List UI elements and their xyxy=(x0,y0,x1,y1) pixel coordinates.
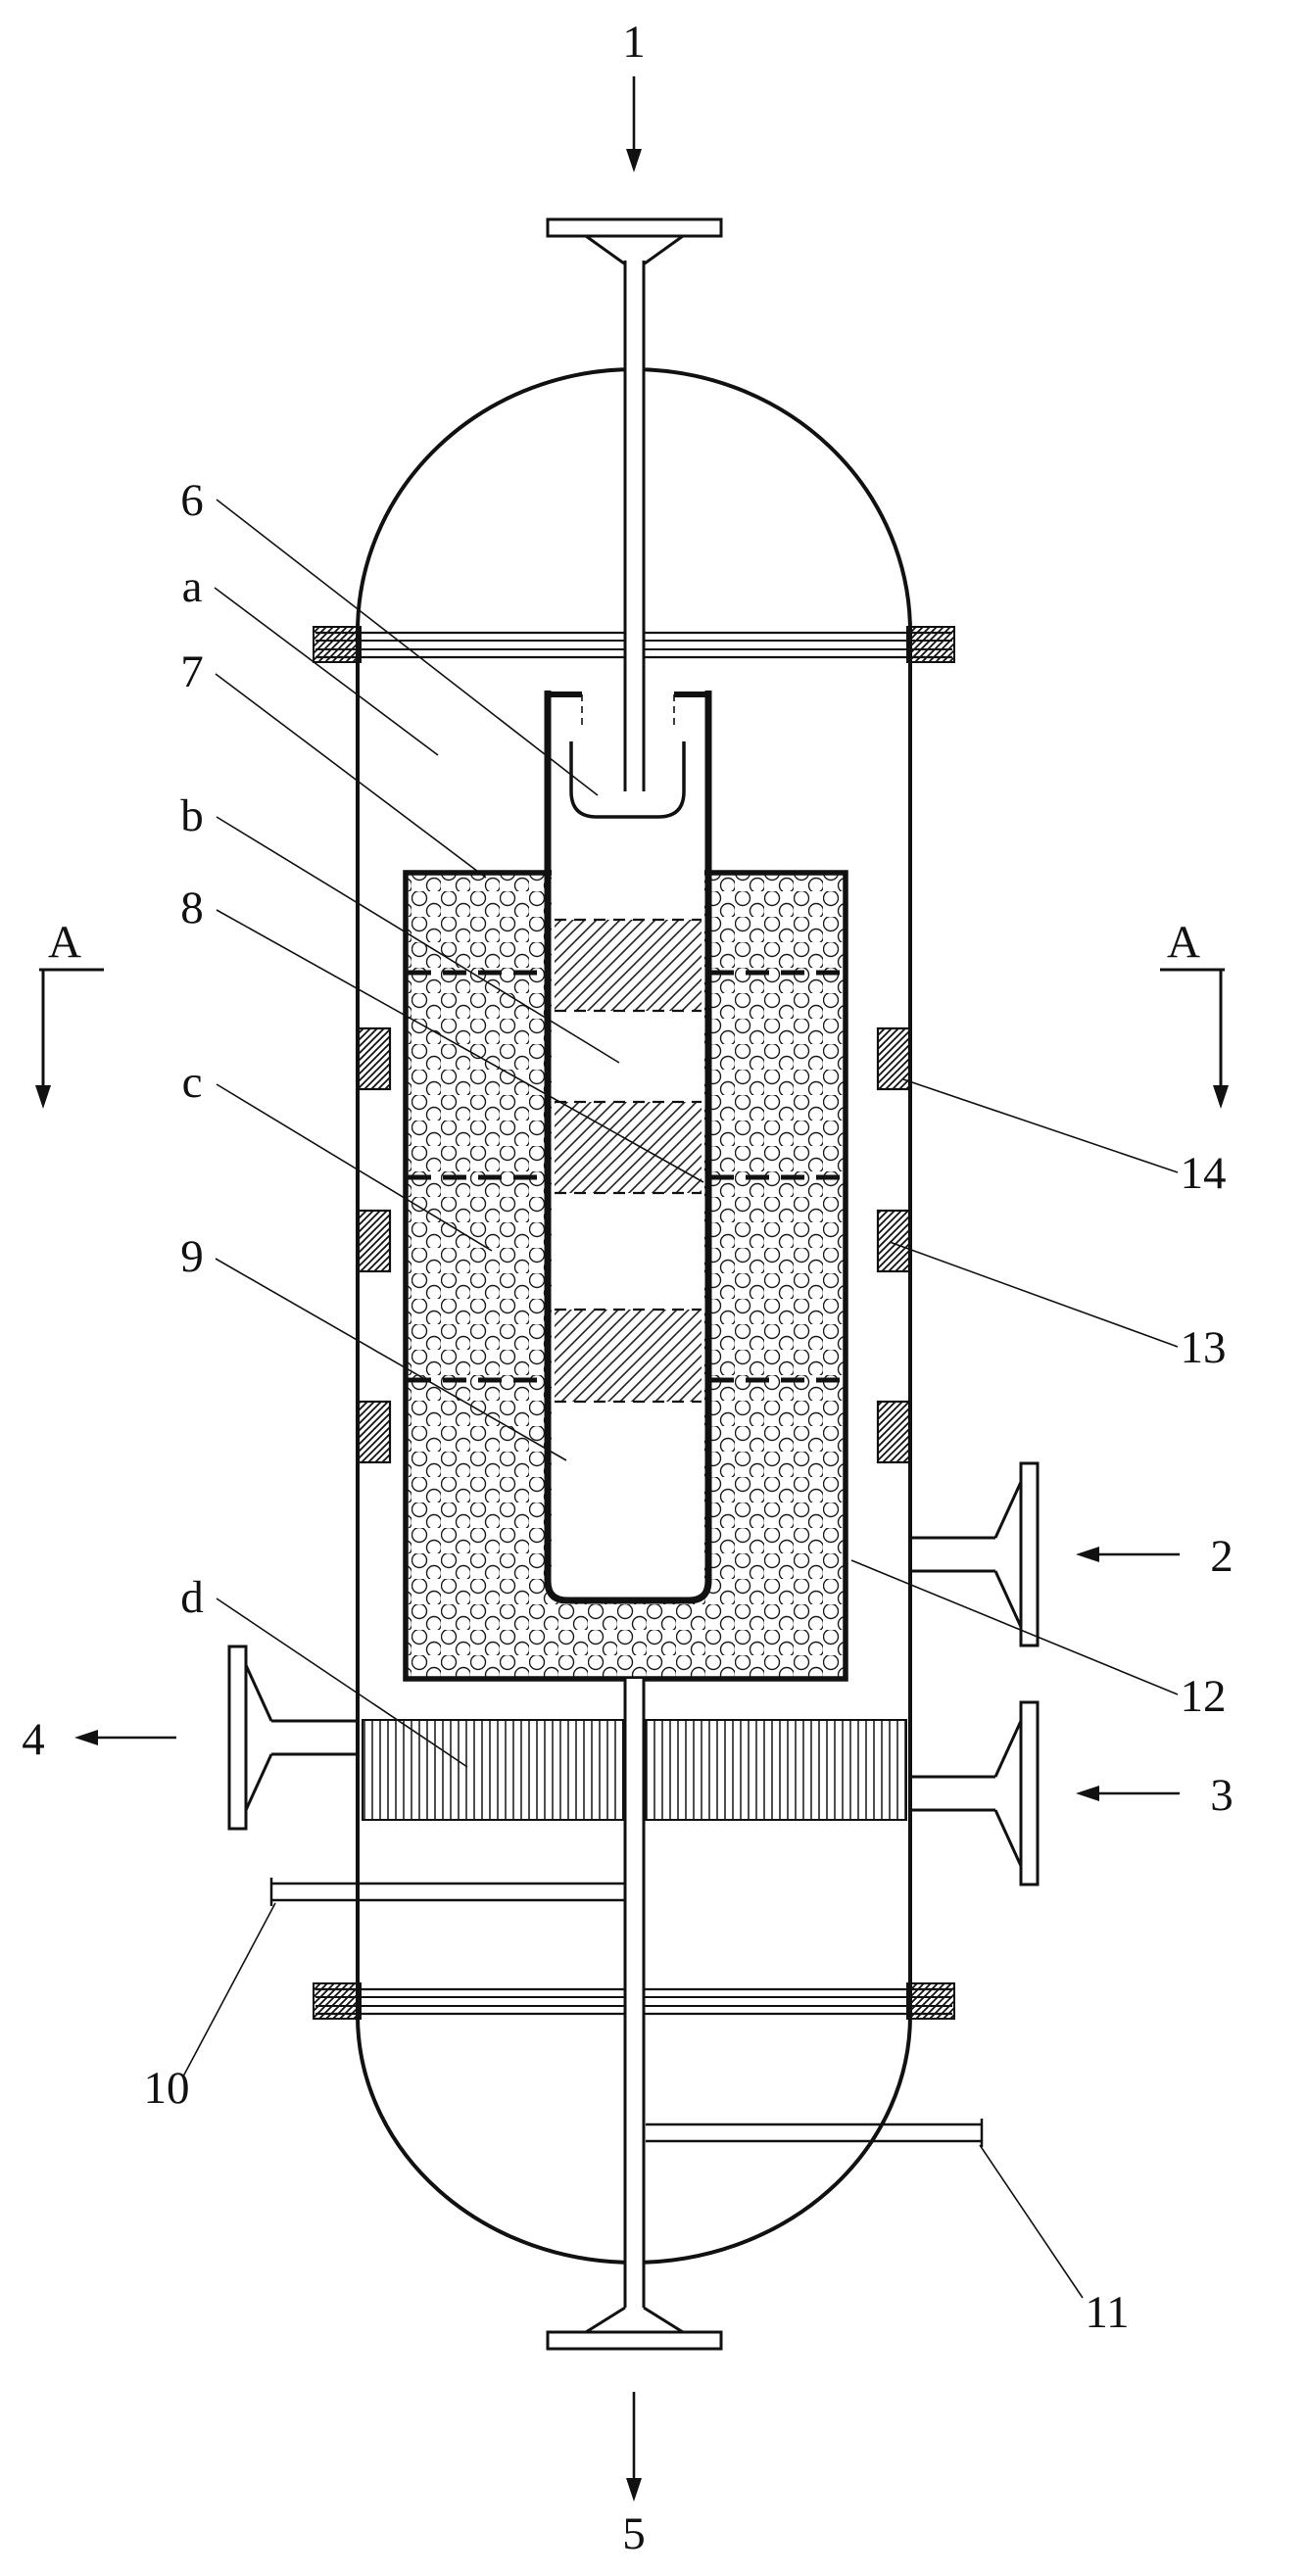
callout-d: d xyxy=(180,1572,204,1623)
grid-plate-right xyxy=(645,1719,907,1821)
leader-9 xyxy=(215,1258,567,1461)
flange-bolt-right xyxy=(906,1982,955,2020)
distributor-cup xyxy=(569,741,686,819)
grid-plate xyxy=(362,1719,907,1821)
callout-13: 13 xyxy=(1181,1322,1227,1373)
leader-8 xyxy=(216,909,704,1183)
inlet-flange xyxy=(546,217,723,238)
catalyst-section-2 xyxy=(555,1102,702,1193)
catalyst-section-3 xyxy=(555,1310,702,1402)
outlet-flange xyxy=(546,2330,723,2351)
catalyst-section-1 xyxy=(555,920,702,1011)
callout-3: 3 xyxy=(1210,1770,1234,1821)
pipe-10 xyxy=(269,1878,624,1906)
section-markers: A A xyxy=(35,917,1229,1109)
leader-a xyxy=(214,587,439,756)
leader-b xyxy=(216,816,620,1064)
leader-14 xyxy=(902,1078,1179,1173)
callout-8: 8 xyxy=(180,883,204,933)
tube-catalyst-sections xyxy=(555,918,702,1404)
callout-c: c xyxy=(182,1057,203,1108)
callout-7: 7 xyxy=(180,646,204,697)
leader-12 xyxy=(850,1559,1179,1695)
leader-13 xyxy=(889,1241,1179,1348)
support-lug xyxy=(876,1209,911,1273)
callout-9: 9 xyxy=(180,1231,204,1282)
support-lug xyxy=(357,1209,392,1273)
nozzle-2 xyxy=(910,1461,1040,1647)
callout-11: 11 xyxy=(1085,2287,1129,2338)
nozzle-3-flange xyxy=(1019,1700,1040,1886)
section-marker-right-label: A xyxy=(1167,917,1200,968)
callout-6: 6 xyxy=(180,475,204,526)
callout-10: 10 xyxy=(144,2063,190,2114)
tube-wall xyxy=(544,691,712,1604)
callout-4: 4 xyxy=(22,1714,45,1765)
leader-c xyxy=(216,1083,493,1252)
callout-12: 12 xyxy=(1181,1671,1227,1722)
leader-11 xyxy=(979,2144,1084,2299)
outlet-assembly xyxy=(546,1679,723,2351)
support-lugs xyxy=(357,1026,911,1464)
nozzle-3 xyxy=(910,1700,1040,1886)
inlet-assembly xyxy=(546,217,723,819)
support-lug xyxy=(357,1026,392,1091)
callout-labels: 1 5 2 3 4 6 a 7 b 8 c 9 d 10 11 12 13 14 xyxy=(22,17,1234,2559)
flange-bolt-right xyxy=(906,626,955,663)
callout-2: 2 xyxy=(1210,1531,1234,1582)
grid-plate-left xyxy=(362,1719,624,1821)
flange-bolt-left xyxy=(313,1982,362,2020)
nozzle-4-flange xyxy=(227,1645,248,1831)
bed-dividers xyxy=(408,970,844,1383)
callout-b: b xyxy=(180,790,204,841)
leader-d xyxy=(216,1598,468,1768)
leader-10 xyxy=(182,1902,276,2077)
leader-6 xyxy=(216,499,599,796)
support-lug xyxy=(357,1400,392,1464)
nozzle-4 xyxy=(227,1645,358,1831)
nozzle-2-flange xyxy=(1019,1461,1040,1647)
callout-5: 5 xyxy=(622,2508,646,2559)
callout-1: 1 xyxy=(622,17,646,68)
support-lug xyxy=(876,1400,911,1464)
callout-14: 14 xyxy=(1181,1148,1227,1199)
flow-arrows xyxy=(74,76,1180,2502)
callout-a: a xyxy=(182,561,203,612)
flange-bolt-left xyxy=(313,626,362,663)
leader-7 xyxy=(215,673,487,879)
pipe-11 xyxy=(646,2119,984,2147)
section-marker-left-label: A xyxy=(48,917,81,968)
callout-leaders xyxy=(182,499,1179,2299)
